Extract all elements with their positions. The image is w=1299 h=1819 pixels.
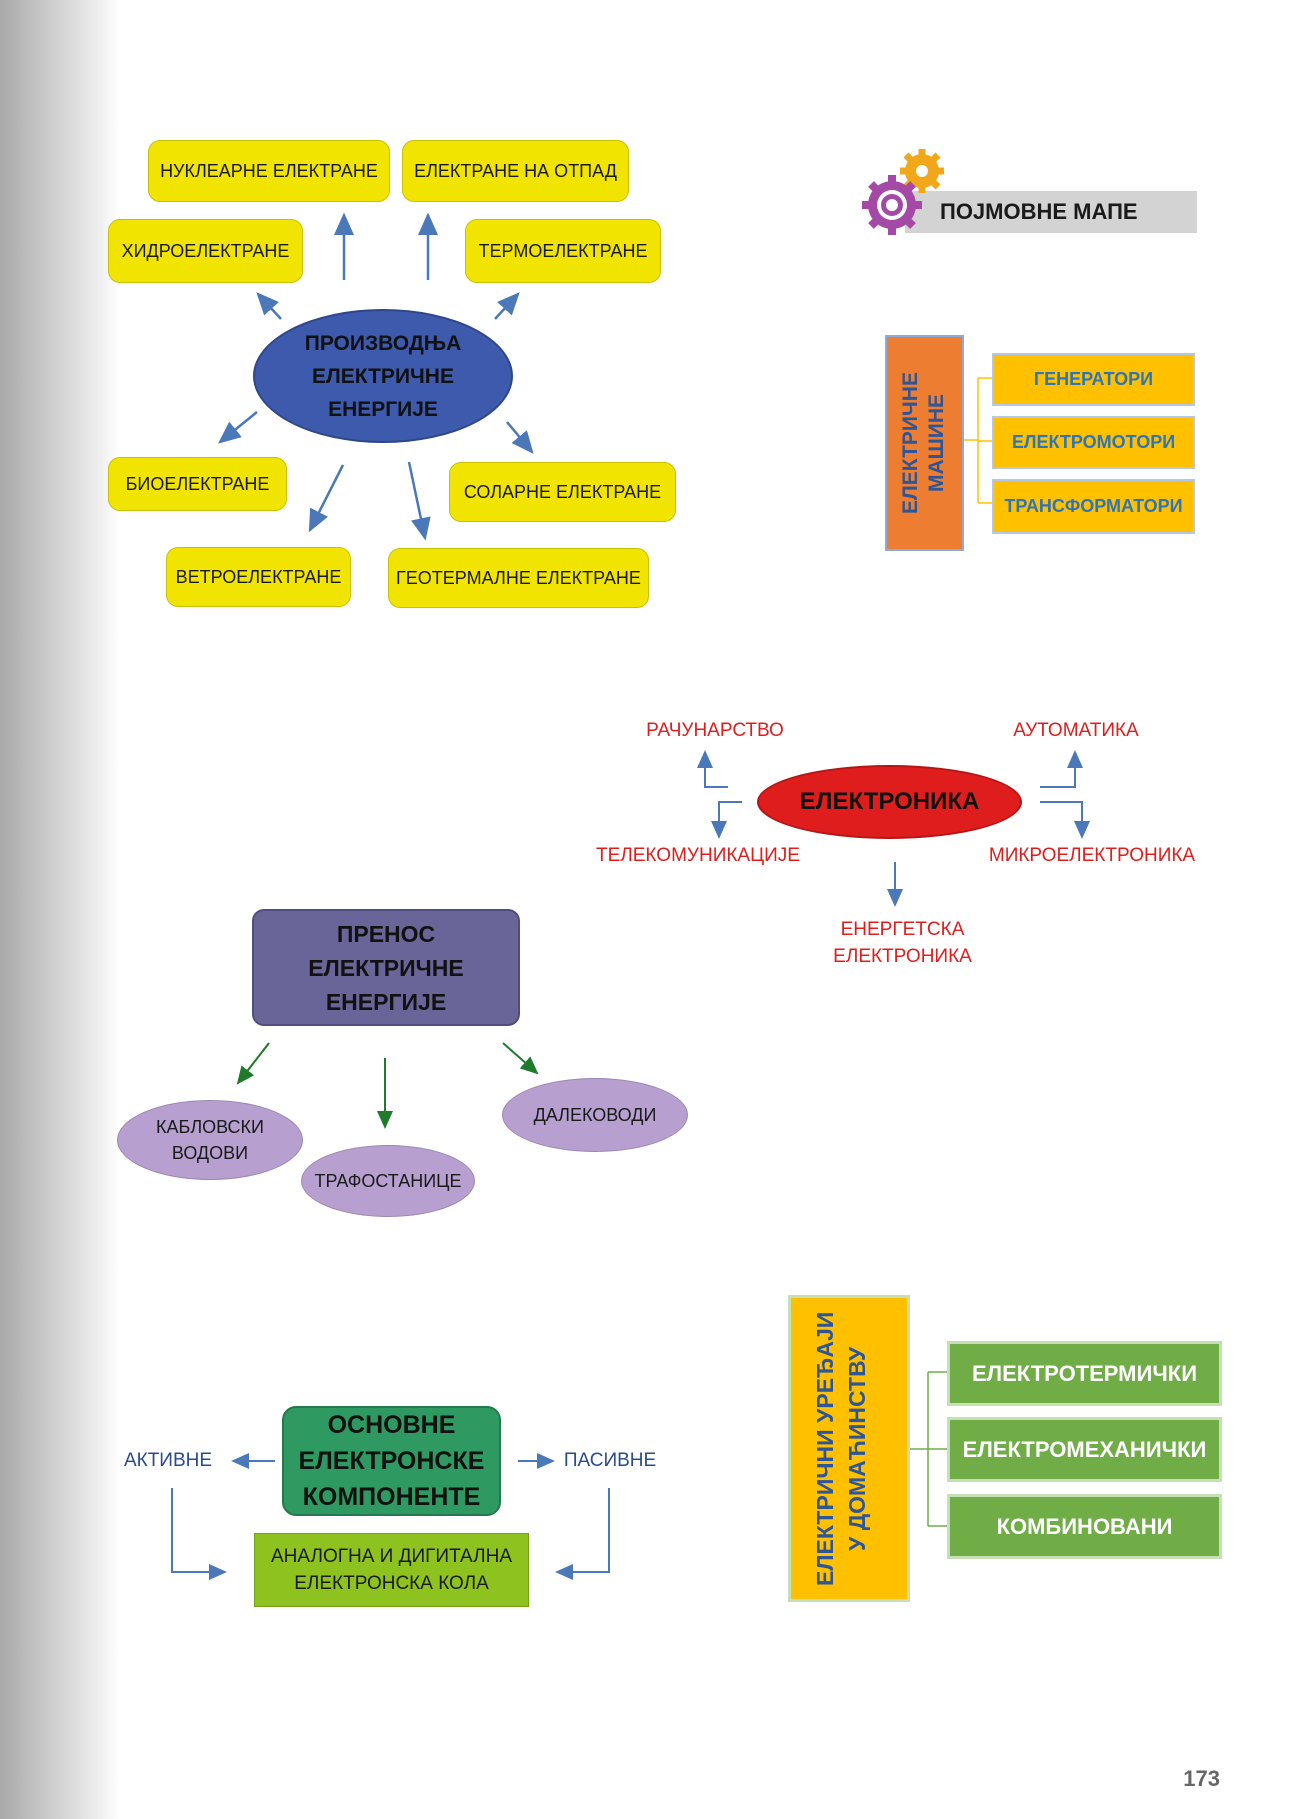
node-power-lines: ДАЛЕКОВОДИ	[502, 1078, 688, 1152]
machines-item: ЕЛЕКТРОМОТОРИ	[992, 416, 1195, 469]
page-number: 173	[1183, 1766, 1220, 1791]
electronics-center: ЕЛЕКТРОНИКА	[757, 765, 1022, 839]
label-computing: РАЧУНАРСТВО	[646, 720, 784, 741]
node-geo: ГЕОТЕРМАЛНЕ ЕЛЕКТРАНЕ	[388, 548, 649, 608]
machines-title-box: ЕЛЕКТРИЧНЕ МАШИНЕ	[885, 335, 964, 551]
appliances-item: ЕЛЕКТРОМЕХАНИЧКИ	[947, 1417, 1222, 1482]
production-center: ПРОИЗВОДЊА ЕЛЕКТРИЧНЕ ЕНЕРГИЈЕ	[253, 309, 513, 443]
machines-item: ГЕНЕРАТОРИ	[992, 353, 1195, 406]
node-waste: ЕЛЕКТРАНЕ НА ОТПАД	[402, 140, 629, 202]
node-cables: КАБЛОВСКИ ВОДОВИ	[117, 1100, 303, 1180]
node-substations: ТРАФОСТАНИЦЕ	[301, 1145, 475, 1217]
appliances-title-box: ЕЛЕКТРИЧНИ УРЕЂАЈИ У ДОМАЋИНСТВУ	[788, 1295, 910, 1602]
node-nuclear: НУКЛЕАРНЕ ЕЛЕКТРАНЕ	[148, 140, 390, 202]
machines-item: ТРАНСФОРМАТОРИ	[992, 479, 1195, 534]
node-hydro: ХИДРОЕЛЕКТРАНЕ	[108, 219, 303, 283]
gears-icon	[862, 143, 956, 239]
appliances-title: ЕЛЕКТРИЧНИ УРЕЂАЈИ У ДОМАЋИНСТВУ	[812, 1311, 870, 1586]
label-active: АКТИВНЕ	[123, 1450, 213, 1471]
node-bio: БИОЕЛЕКТРАНЕ	[108, 457, 287, 511]
appliances-item: КОМБИНОВАНИ	[947, 1494, 1222, 1559]
node-wind: ВЕТРОЕЛЕКТРАНЕ	[166, 547, 351, 607]
label-passive: ПАСИВНЕ	[563, 1450, 657, 1471]
machines-title: ЕЛЕКТРИЧНЕ МАШИНЕ	[898, 372, 948, 514]
header-bar	[905, 191, 1197, 233]
label-automation: АУТОМАТИКА	[1013, 720, 1139, 741]
page-title: ПОЈМОВНЕ МАПЕ	[940, 199, 1138, 224]
transmission-center: ПРЕНОС ЕЛЕКТРИЧНЕ ЕНЕРГИЈЕ	[252, 909, 520, 1026]
node-thermo: ТЕРМОЕЛЕКТРАНЕ	[465, 219, 661, 283]
label-telecom: ТЕЛЕКОМУНИКАЦИЈЕ	[596, 845, 800, 866]
node-circuits: АНАЛОГНА И ДИГИТАЛНА ЕЛЕКТРОНСКА КОЛА	[254, 1533, 529, 1607]
node-solar: СОЛАРНЕ ЕЛЕКТРАНЕ	[449, 462, 676, 522]
page-spine-shadow	[0, 0, 120, 1819]
label-power-electronics: ЕНЕРГЕТСКА ЕЛЕКТРОНИКА	[833, 919, 972, 967]
appliances-item: ЕЛЕКТРОТЕРМИЧКИ	[947, 1341, 1222, 1406]
components-center: ОСНОВНЕ ЕЛЕКТРОНСКЕ КОМПОНЕНТЕ	[282, 1406, 501, 1516]
label-micro: МИКРОЕЛЕКТРОНИКА	[988, 845, 1196, 866]
